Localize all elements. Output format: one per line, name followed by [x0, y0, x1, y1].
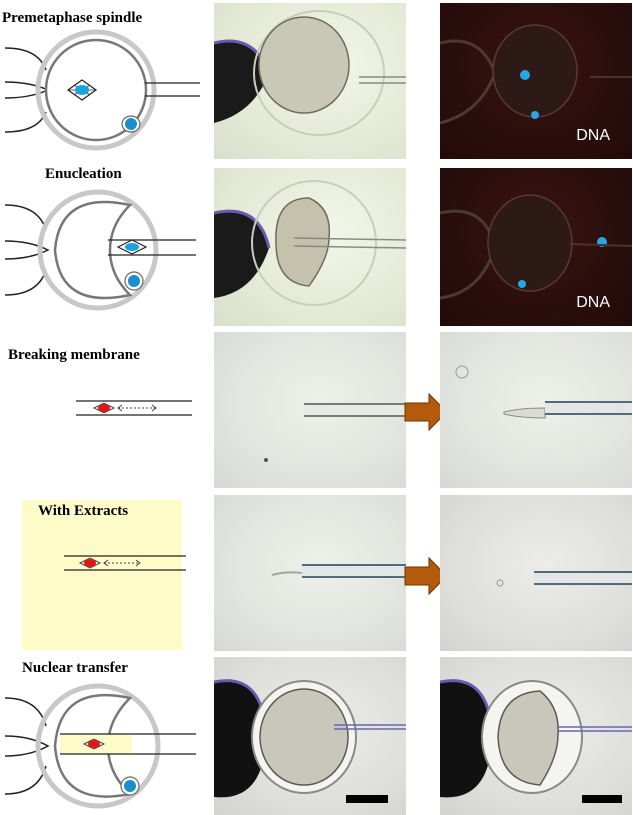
row-label-premetaphase: Premetaphase spindle	[2, 10, 143, 26]
scale-bar-icon	[346, 795, 388, 803]
row-label-breaking-membrane: Breaking membrane	[8, 347, 140, 363]
dna-label: DNA	[576, 127, 610, 144]
premetaphase-schematic-icon	[4, 29, 200, 151]
with-extracts-box	[22, 500, 182, 650]
row-label-nuclear-transfer: Nuclear transfer	[22, 660, 128, 676]
nuclear-transfer-image-after	[440, 657, 632, 815]
enucleation-brightfield-image	[214, 168, 406, 326]
with-extracts-image-after	[440, 495, 632, 651]
enucleation-schematic-icon	[4, 189, 196, 311]
with-extracts-image-before	[214, 495, 406, 651]
right-arrow-icon	[404, 392, 448, 432]
breaking-membrane-pipette-icon	[76, 400, 192, 416]
premetaphase-dna-fluorescence-image: DNA	[440, 3, 632, 159]
breaking-membrane-image-before	[214, 332, 406, 488]
right-arrow-icon	[404, 556, 448, 596]
premetaphase-brightfield-image	[214, 3, 406, 159]
row-label-with-extracts: With Extracts	[38, 503, 129, 519]
nuclear-transfer-image-before	[214, 657, 406, 815]
row-label-enucleation: Enucleation	[45, 166, 122, 182]
scale-bar-icon	[582, 795, 622, 803]
breaking-membrane-image-after	[440, 332, 632, 488]
enucleation-dna-fluorescence-image: DNA	[440, 168, 632, 326]
with-extracts-pipette-icon	[64, 555, 186, 571]
nuclear-transfer-schematic-icon	[4, 683, 196, 809]
dna-label: DNA	[576, 294, 610, 311]
